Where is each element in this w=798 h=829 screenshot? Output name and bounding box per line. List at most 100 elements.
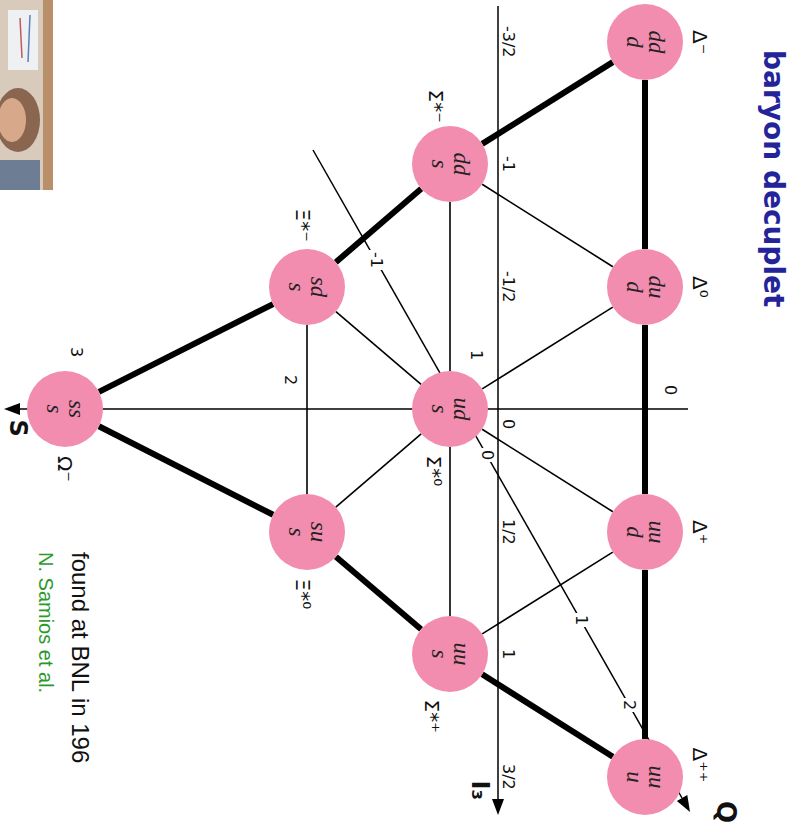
- particle-name: Δ⁺⁺: [690, 748, 710, 783]
- particle-name: Ω⁻: [55, 456, 75, 482]
- multiplet-edge: [645, 570, 646, 739]
- tick-number: 1/2: [500, 519, 516, 545]
- baryon-circle: Σ*⁻dd s: [412, 126, 488, 202]
- baryon-circle: Δ⁻dd d: [607, 4, 683, 80]
- connector-line: [449, 447, 451, 616]
- lattice-line: [450, 447, 451, 616]
- lattice-line: [482, 184, 613, 266]
- connector-line: [336, 312, 421, 385]
- multiplet-edge: [482, 674, 613, 756]
- tick-number: 0: [500, 419, 516, 429]
- quark-content: su s: [285, 522, 329, 542]
- axis-arrowhead: [4, 403, 20, 415]
- axis-name: Q: [713, 801, 739, 823]
- tick-number: 1: [500, 649, 516, 659]
- tick-number: 1: [468, 350, 484, 360]
- connector-line: [99, 426, 273, 515]
- particle-name: Σ*⁰: [424, 456, 444, 487]
- baryon-circle: Ξ*⁰su s: [269, 494, 345, 570]
- baryon-circle: Ξ*⁻sd s: [269, 249, 345, 325]
- lattice-line: [307, 325, 308, 494]
- lattice-line: [336, 434, 421, 507]
- connector-line: [336, 557, 421, 630]
- tick-number: 0: [662, 385, 678, 395]
- tick-number: -1: [500, 156, 516, 172]
- photo-face: [0, 98, 26, 142]
- photo: [0, 0, 53, 190]
- particle-name: Σ*⁺: [422, 700, 442, 733]
- tick-number: -3/2: [500, 26, 516, 58]
- photo-frame: [43, 0, 53, 190]
- q-axis: [313, 150, 682, 798]
- tick-number: 2: [282, 375, 298, 385]
- baryon-circle: Ω⁻ss s: [27, 371, 103, 447]
- baryon-circle: Δ⁺uu d: [607, 494, 683, 570]
- connector-line: [306, 325, 308, 494]
- tick-number: -1: [368, 250, 384, 270]
- s-axis: [19, 408, 688, 410]
- quark-content: uu u: [623, 766, 667, 789]
- multiplet-edge: [645, 325, 646, 494]
- photo-scribble: [28, 15, 30, 62]
- connector-line: [482, 674, 613, 756]
- photo-scribble: [20, 18, 22, 58]
- particle-name: Δ⁻: [690, 30, 710, 54]
- lattice-line: [482, 429, 613, 511]
- connector-line: [482, 307, 613, 389]
- baryon-circle: Σ*⁰ud s: [412, 371, 488, 447]
- connector-line: [449, 202, 451, 371]
- baryon-circle: Σ*⁺uu s: [412, 616, 488, 692]
- lattice-line: [336, 312, 421, 385]
- connector-line: [642, 325, 648, 494]
- axis-name: I₃: [468, 781, 492, 800]
- multiplet-edge: [336, 557, 421, 630]
- quark-content: ss s: [43, 400, 87, 418]
- baryon-circle: Δ⁰du d: [607, 249, 683, 325]
- lattice-line: [482, 552, 613, 634]
- particle-name: Σ*⁻: [426, 90, 446, 123]
- quark-content: uu d: [623, 521, 667, 544]
- quark-content: ud s: [428, 398, 472, 421]
- tick-number: 3: [68, 347, 84, 357]
- axis-arrowhead: [677, 795, 690, 812]
- connector-line: [642, 80, 648, 249]
- photo-head: [0, 88, 40, 152]
- credit-text: N. Samios et al.: [36, 552, 56, 693]
- photo-shoulder: [0, 160, 40, 190]
- baryon-circle: Δ⁺⁺uu u: [607, 739, 683, 815]
- quark-content: uu s: [428, 643, 472, 666]
- connector-line: [642, 570, 648, 739]
- tick-number: 2: [621, 698, 637, 712]
- axis-arrowhead: [492, 799, 504, 815]
- connector-line: [482, 62, 613, 144]
- multiplet-edge: [645, 80, 646, 249]
- connector-line: [482, 552, 613, 634]
- multiplet-edge: [99, 426, 273, 515]
- multiplet-edge: [482, 62, 613, 144]
- tick-number: 1: [573, 613, 589, 627]
- diagram-title: baryon decuplet: [757, 50, 788, 308]
- quark-content: dd d: [623, 31, 667, 54]
- particle-name: Ξ*⁰: [293, 579, 313, 610]
- connector-line: [336, 434, 421, 507]
- lattice-line: [450, 202, 451, 371]
- note-text: found at BNL in 196: [68, 552, 92, 763]
- quark-content: sd s: [285, 277, 329, 297]
- quark-content: dd s: [428, 153, 472, 176]
- connector-line: [99, 304, 273, 392]
- particle-name: Ξ*⁻: [293, 209, 313, 242]
- tick-number: -1/2: [500, 271, 516, 303]
- connector-line: [482, 429, 613, 511]
- axis-name: S: [6, 420, 30, 437]
- particle-name: Δ⁺: [690, 520, 710, 544]
- lattice-line: [482, 307, 613, 389]
- connector-line: [482, 184, 613, 266]
- tick-number: 0: [479, 448, 495, 462]
- quark-content: du d: [623, 276, 667, 299]
- multiplet-edge: [99, 304, 273, 392]
- particle-name: Δ⁰: [690, 276, 710, 298]
